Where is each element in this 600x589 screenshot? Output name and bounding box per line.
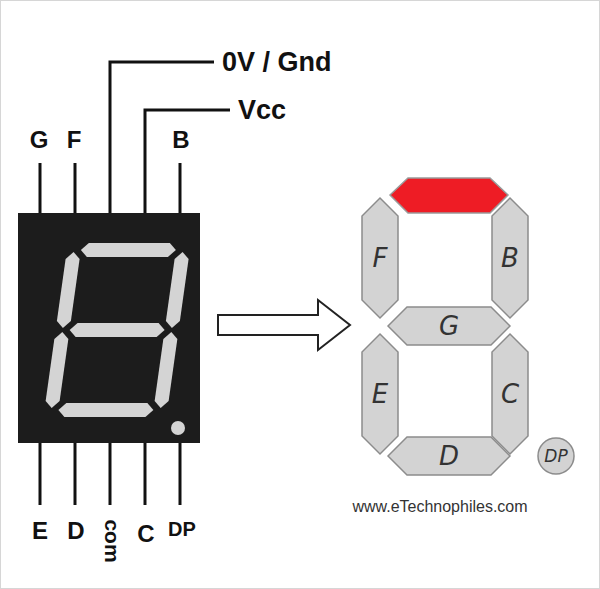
digit-segments <box>43 243 190 417</box>
pin <box>39 163 42 214</box>
pin <box>39 442 42 505</box>
pin-label: Vcc <box>238 97 286 124</box>
pin-label: E <box>32 519 48 543</box>
segment-letter: G <box>439 313 459 339</box>
segment-fill <box>492 198 528 318</box>
pin <box>74 442 77 505</box>
segment-fill <box>362 198 398 318</box>
segment <box>45 332 70 408</box>
segment <box>165 252 190 328</box>
segment <box>56 252 81 328</box>
segment-fill <box>388 307 510 345</box>
pin-label: B <box>172 128 189 152</box>
pin-label: F <box>67 128 82 152</box>
display-body <box>18 213 200 443</box>
vertical-segment: B <box>492 198 528 318</box>
pin-wire <box>145 110 230 214</box>
pin-label: DP <box>168 519 196 539</box>
segment-fill <box>492 334 528 454</box>
segment-letter: DP <box>544 448 567 465</box>
decimal-point-circle: DP <box>537 437 575 475</box>
segment <box>57 403 154 417</box>
segment-letter: C <box>501 381 519 407</box>
pin-wire <box>110 62 214 214</box>
pin <box>74 163 77 214</box>
pin-label: C <box>137 522 154 546</box>
segment <box>154 332 179 408</box>
block-arrow <box>218 300 350 350</box>
pin-label: D <box>67 519 84 543</box>
segment-fill <box>388 437 510 475</box>
pin <box>109 442 112 505</box>
vertical-segment: F <box>362 198 398 318</box>
segment-letter: F <box>373 245 388 271</box>
segment-letter: B <box>501 245 519 271</box>
segment <box>80 243 177 257</box>
segment <box>69 323 166 337</box>
segment-letter: D <box>439 443 459 469</box>
vertical-segment: C <box>492 334 528 454</box>
pin-label: G <box>30 128 49 152</box>
segment-letter: E <box>372 381 388 407</box>
vertical-segment: E <box>362 334 398 454</box>
lit-segment <box>390 178 508 213</box>
watermark: www.eTechnophiles.com <box>352 499 527 515</box>
horizontal-segment: G <box>388 307 510 345</box>
circle-outline <box>538 438 574 474</box>
pin <box>144 442 147 505</box>
pin <box>179 442 182 505</box>
horizontal-segment: D <box>388 437 510 475</box>
segment-fill <box>362 334 398 454</box>
pin <box>179 163 182 214</box>
decimal-point <box>171 421 185 435</box>
pin-label: com <box>102 519 123 562</box>
pin-label: 0V / Gnd <box>222 49 332 76</box>
